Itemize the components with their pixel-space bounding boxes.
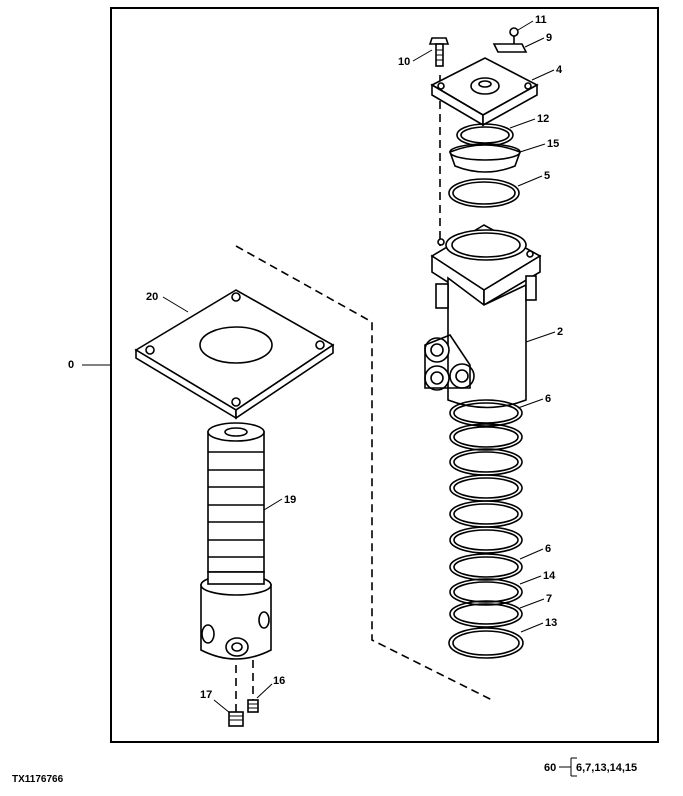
callout-5: 5 — [544, 170, 550, 182]
callout-6-upper: 6 — [545, 393, 551, 405]
part-10-bolt — [428, 37, 450, 67]
part-2-housing — [424, 224, 542, 409]
part-4-cover-plate — [430, 57, 539, 127]
callout-16: 16 — [273, 675, 285, 687]
part-12-snap-ring — [456, 123, 514, 147]
callout-2: 2 — [557, 326, 563, 338]
callout-9: 9 — [546, 32, 552, 44]
part-15-seal — [448, 143, 522, 173]
part-9-plate — [492, 43, 528, 53]
ring-stack — [448, 399, 524, 659]
part-5-ring — [448, 178, 520, 208]
part-20-gasket-plate — [134, 289, 335, 420]
kit-items: 6,7,13,14,15 — [576, 762, 637, 774]
callout-4: 4 — [556, 64, 563, 76]
callout-6-lower: 6 — [545, 543, 551, 555]
callout-15: 15 — [547, 138, 559, 150]
kit-prefix: 60 — [544, 762, 556, 774]
callout-11: 11 — [535, 14, 547, 26]
callout-17: 17 — [200, 689, 212, 701]
figure-id: TX1176766 — [12, 774, 64, 785]
callout-13: 13 — [545, 617, 557, 629]
callout-14: 14 — [543, 570, 556, 582]
callout-10: 10 — [398, 56, 410, 68]
alignment-line-left — [235, 245, 493, 701]
callout-0: 0 — [68, 359, 74, 371]
callout-19: 19 — [284, 494, 296, 506]
part-19-spool — [200, 422, 272, 660]
part-17-plug — [228, 711, 244, 727]
callout-12: 12 — [537, 113, 549, 125]
part-16-plug — [247, 699, 259, 713]
diagram-frame — [110, 7, 659, 743]
callout-20: 20 — [146, 291, 158, 303]
callout-7: 7 — [546, 593, 552, 605]
